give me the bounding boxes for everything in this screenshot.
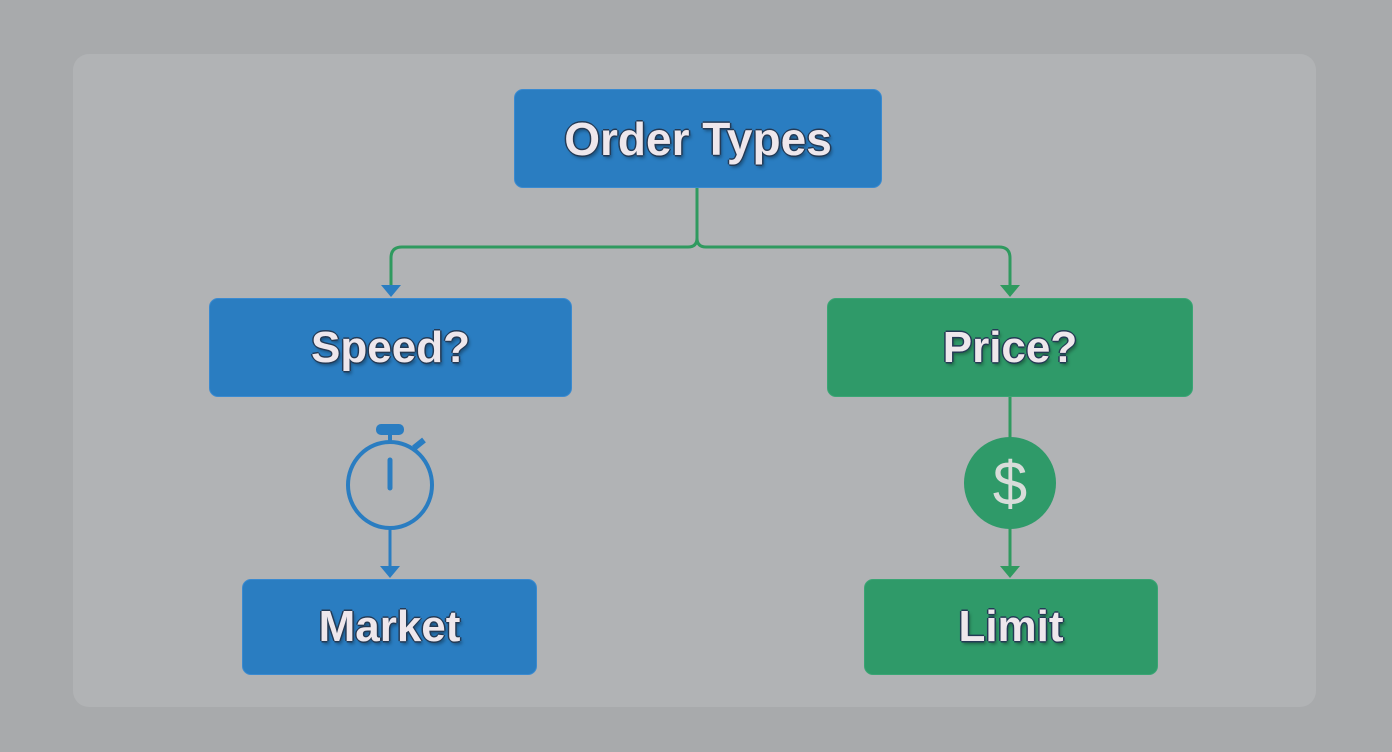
- node-label: Speed?: [311, 322, 470, 372]
- connector-root-right: [695, 237, 1012, 288]
- node-label: Market: [318, 602, 461, 651]
- arrow-speed: [381, 285, 401, 297]
- node-label: Limit: [958, 602, 1064, 651]
- node-label: Order Types: [564, 112, 832, 165]
- arrow-limit: [1000, 566, 1020, 578]
- node-market: Market: [242, 579, 537, 675]
- node-order-types: Order Types: [514, 89, 882, 188]
- stopwatch-icon: [346, 424, 434, 570]
- node-limit: Limit: [864, 579, 1158, 675]
- arrow-market: [380, 566, 400, 578]
- node-label: Price?: [942, 322, 1078, 372]
- node-price: Price?: [827, 298, 1193, 397]
- connector-root-trunk: [389, 187, 699, 288]
- dollar-symbol: $: [993, 450, 1027, 519]
- dollar-icon: [964, 437, 1056, 529]
- arrow-price: [1000, 285, 1020, 297]
- node-speed: Speed?: [209, 298, 572, 397]
